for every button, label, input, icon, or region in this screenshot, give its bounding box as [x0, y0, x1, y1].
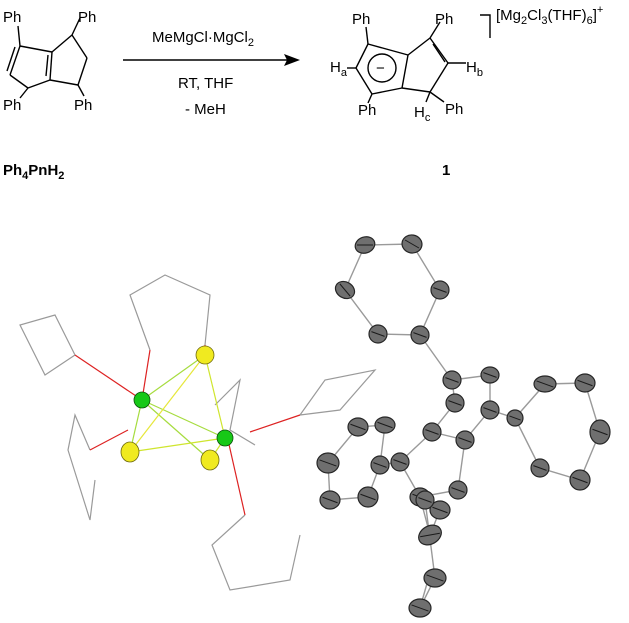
reagent-label: MeMgCl·MgCl2 [152, 29, 254, 49]
ellipsoid-axis [483, 407, 497, 413]
ellipsoid-axis [533, 465, 547, 471]
counterion-crystal-structure [19, 274, 377, 591]
reactant-ph-bottom-left: Ph [3, 97, 21, 114]
reactant-ph-bottom-right: Ph [74, 97, 92, 114]
product-h-b: Hb [466, 59, 483, 79]
magnesium-atoms [133, 391, 234, 447]
ellipsoid-axis [322, 496, 338, 504]
product-ph-sp3: Ph [445, 101, 463, 118]
ellipsoid-axis [350, 423, 366, 431]
ellipsoid-axis [451, 487, 465, 493]
ellipsoid-axis [572, 476, 588, 484]
mg-cl-bonds [129, 354, 226, 461]
ellipsoid-axis [425, 429, 439, 435]
byproduct-label: - MeH [185, 101, 226, 118]
reactant-label: Ph4PnH2 [3, 162, 64, 182]
ellipsoid-axis [536, 380, 554, 388]
product-ph-top-right: Ph [435, 11, 453, 28]
ellipsoid-axis [373, 462, 387, 468]
ellipsoid-axis [377, 421, 393, 429]
ellipsoid-axis [319, 459, 337, 467]
anion-atoms [316, 234, 611, 618]
product-structure [347, 14, 491, 104]
product-ph-bottom-left: Ph [358, 102, 376, 119]
ellipsoid-axis [445, 377, 459, 383]
product-ph-top-left: Ph [352, 11, 370, 28]
chlorine-atoms [120, 345, 220, 471]
oxygen-bonds [74, 345, 301, 516]
ellipsoid-axis [577, 379, 593, 387]
ellipsoid-axis [413, 332, 427, 338]
ellipsoid-axis [393, 459, 407, 465]
anion-bonds [327, 243, 601, 609]
ellipsoid-axis [411, 604, 429, 612]
reactant-ph-top-right: Ph [78, 9, 96, 26]
product-charge: − [376, 60, 385, 77]
compound-number: 1 [442, 162, 450, 179]
conditions-label: RT, THF [178, 75, 233, 92]
ellipsoid-axis [426, 574, 444, 582]
arrowhead [284, 54, 300, 66]
ellipsoid-axis [339, 283, 351, 297]
ellipsoid-axis [483, 372, 497, 378]
ellipsoid-axis [371, 331, 385, 337]
ellipsoid-axis [448, 400, 462, 406]
ellipsoid-axis [360, 493, 376, 501]
product-h-a: Ha [330, 59, 348, 79]
ellipsoid-axis [433, 287, 447, 293]
ellipsoid-axis [458, 437, 472, 443]
ellipsoid-axis [432, 506, 448, 514]
reactant-ph-top-left: Ph [3, 9, 21, 26]
ellipsoid-axis [418, 497, 432, 503]
reactant-structure [6, 17, 88, 99]
ellipsoid-axis [509, 415, 521, 421]
counterion-label: [Mg2Cl3(THF)6]+ [496, 4, 603, 27]
ellipsoid-axis [592, 428, 608, 436]
product-h-c: Hc [414, 104, 431, 124]
ellipsoid-axis [420, 532, 440, 538]
anion-crystal-structure [316, 234, 611, 618]
thf-frames [19, 274, 377, 591]
ellipsoid-axis [404, 239, 420, 249]
